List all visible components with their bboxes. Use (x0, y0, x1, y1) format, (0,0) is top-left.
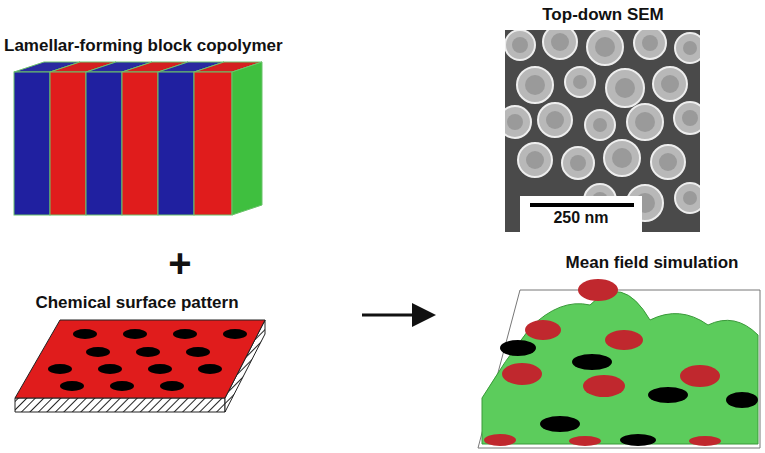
lamellar-slab (14, 62, 262, 215)
sem-image (505, 30, 700, 232)
patterned-substrate (15, 320, 265, 412)
scale-bar-label: 250 nm (553, 209, 608, 227)
panel-heading: Chemical surface pattern (35, 293, 238, 313)
panel-heading: Lamellar-forming block copolymer (4, 36, 283, 56)
panel-heading: Top-down SEM (542, 5, 664, 25)
panel-heading: Mean field simulation (566, 253, 739, 273)
process-arrow (362, 314, 430, 317)
simulation-render (478, 279, 760, 448)
plus-sign: + (168, 240, 191, 286)
